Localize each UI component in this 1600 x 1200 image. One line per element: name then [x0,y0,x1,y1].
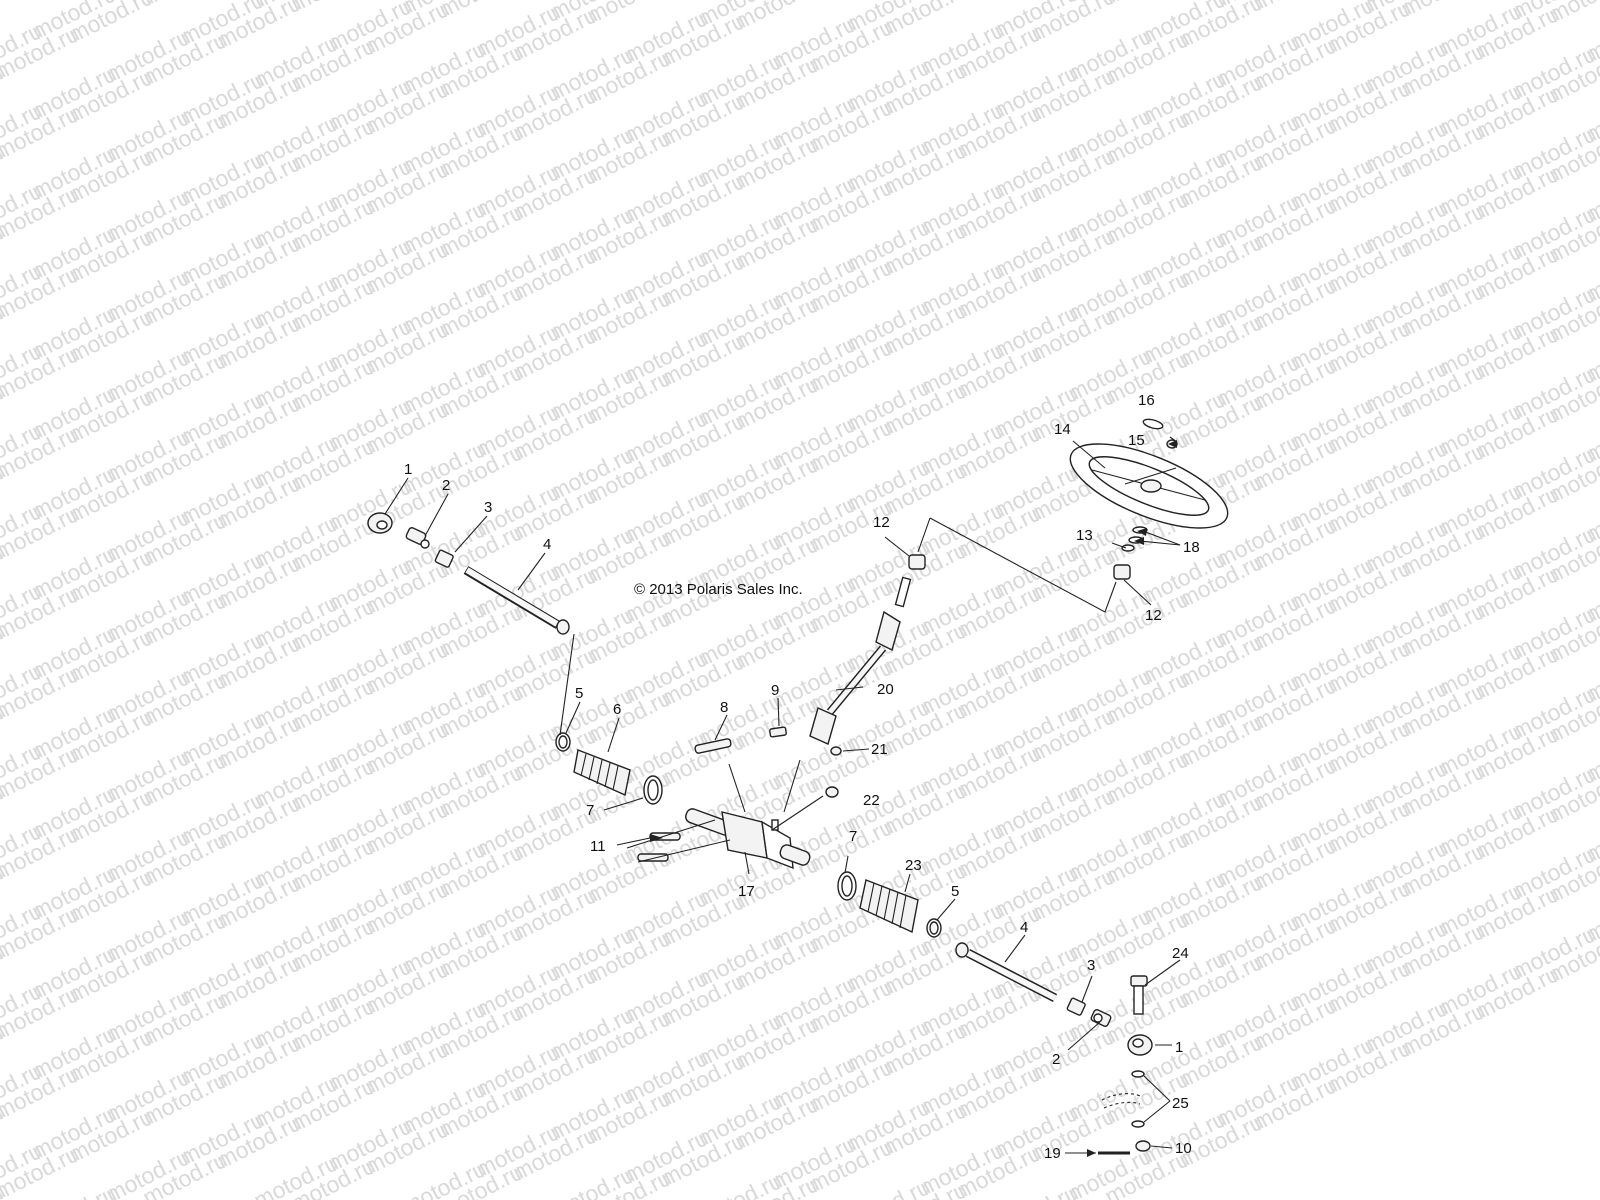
callout-7-right: 7 [849,828,857,845]
tie-rod-end-right [1127,1034,1153,1056]
callout-1-left: 1 [404,461,412,478]
callout-22: 22 [863,792,880,809]
callout-8: 8 [720,699,728,716]
washer-13 [1121,544,1135,552]
callout-19: 19 [1044,1145,1061,1162]
callout-1-right: 1 [1175,1039,1183,1056]
callout-23: 23 [905,857,922,874]
nut-21 [830,746,842,756]
pinion-bolt [769,726,787,738]
callout-21: 21 [871,741,888,758]
callout-2-left: 2 [442,477,450,494]
boot-clamp-large-right [837,871,857,901]
callout-4-left: 4 [543,536,551,553]
jam-nut-left [405,527,430,549]
nut-22 [825,786,839,798]
callout-3-left: 3 [484,499,492,516]
callout-12-right: 12 [1145,607,1162,624]
callout-16: 16 [1138,392,1155,409]
boot-clamp-large-left [643,775,663,805]
callout-10: 10 [1175,1140,1192,1157]
castle-nut [1135,1140,1151,1152]
copyright-text: © 2013 Polaris Sales Inc. [634,581,803,598]
callout-24: 24 [1172,945,1189,962]
callout-5-right: 5 [951,883,959,900]
callout-25: 25 [1172,1095,1189,1112]
callout-4-right: 4 [1020,919,1028,936]
callout-3-right: 3 [1087,957,1095,974]
boot-clamp-small-left [555,732,571,752]
callout-14: 14 [1054,421,1071,438]
callout-9: 9 [771,682,779,699]
callout-15: 15 [1128,432,1145,449]
callout-5-left: 5 [575,685,583,702]
callout-13: 13 [1076,527,1093,544]
callout-2-right: 2 [1052,1051,1060,1068]
bushing-12-left [908,554,926,570]
callout-20: 20 [877,681,894,698]
callout-18: 18 [1183,539,1200,556]
callout-17: 17 [738,883,755,900]
boot-clamp-small-right [926,918,942,938]
tie-rod-end-left [367,512,393,534]
callout-12-left: 12 [873,514,890,531]
callout-6: 6 [613,701,621,718]
callout-7-left: 7 [586,802,594,819]
bushing-12-right [1113,564,1131,580]
callout-11: 11 [590,838,606,855]
